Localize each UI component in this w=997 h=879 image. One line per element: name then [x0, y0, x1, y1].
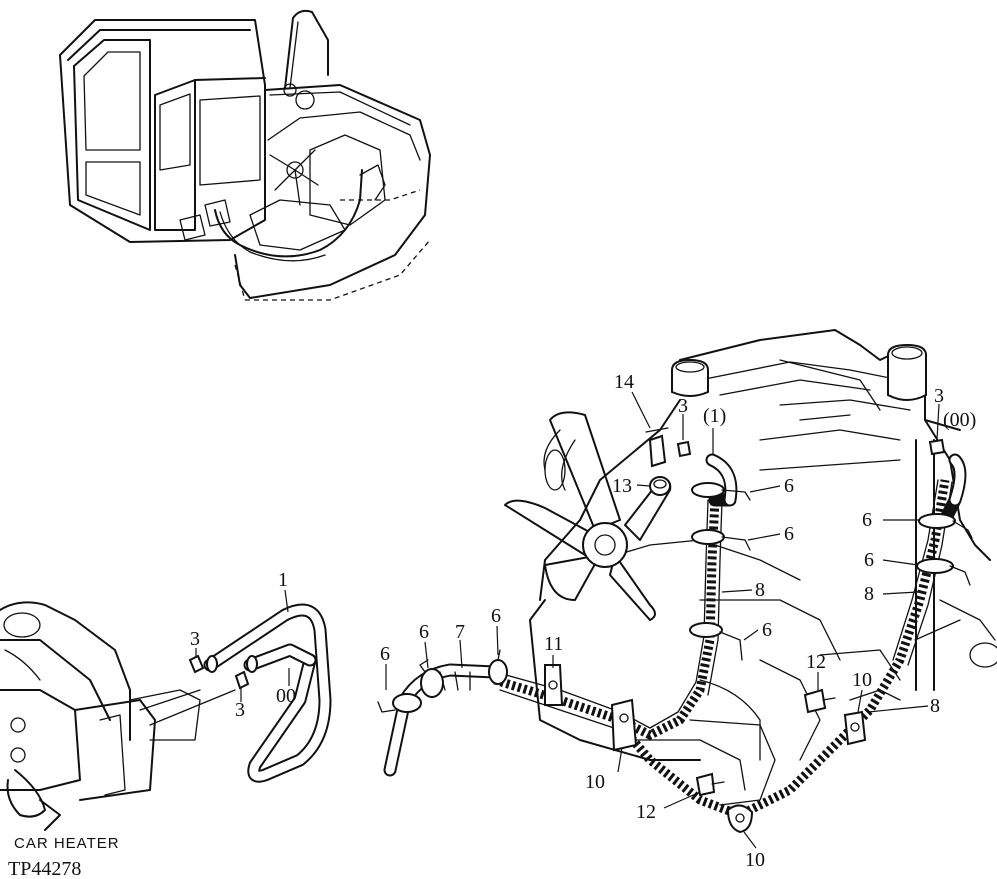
callout-00-paren: (00) [943, 409, 976, 431]
engine-fan [504, 411, 672, 621]
callout-labels: 1 3 3 00 6 6 7 6 11 14 3 (1) 13 6 6 8 6 … [190, 371, 976, 871]
callout-6-upper-2: 6 [784, 523, 794, 545]
callout-3-right: 3 [934, 385, 944, 407]
heater-hose-1 [203, 603, 332, 783]
callout-10-left: 10 [585, 771, 605, 793]
engine-block [529, 329, 997, 806]
callout-10-bottom: 10 [745, 849, 765, 871]
callout-6-hose-end: 6 [491, 605, 501, 627]
callout-8-bottom-wrap: 8 [930, 695, 940, 717]
callout-12-right: 12 [806, 651, 826, 673]
car-heater-unit [0, 601, 236, 831]
callout-6-right-2b: 6 [864, 549, 874, 571]
callout-14: 14 [614, 371, 634, 393]
leader-lines [195, 391, 940, 849]
figure-reference-number: TP44278 [8, 858, 81, 879]
callout-6-left: 6 [380, 643, 390, 665]
callout-6-upper-1: 6 [784, 475, 794, 497]
brackets [544, 664, 867, 834]
callout-1: 1 [278, 569, 288, 591]
callout-1-paren: (1) [703, 405, 726, 427]
car-heater-label: CAR HEATER [14, 835, 120, 852]
callout-8-right-wrap: 8 [864, 583, 874, 605]
small-fittings [188, 427, 946, 797]
callout-3-heater-top: 3 [190, 628, 200, 650]
callout-10-right: 10 [852, 669, 872, 691]
callout-12-bottom: 12 [636, 801, 656, 823]
heater-hose-wrap-8 [493, 453, 967, 820]
excavator-overview-inset [59, 9, 431, 301]
callout-6-lower: 6 [762, 619, 772, 641]
callout-13: 13 [612, 475, 632, 497]
callout-6-mid: 6 [419, 621, 429, 643]
callout-3-heater-bottom: 3 [235, 699, 245, 721]
inset-fan [269, 149, 319, 206]
callout-11: 11 [544, 633, 563, 655]
callout-00: 00 [276, 685, 296, 707]
callout-6-right-1: 6 [862, 509, 872, 531]
hose-clamps [377, 482, 973, 713]
callout-8-left-wrap: 8 [755, 579, 765, 601]
callout-3-nipple: 3 [678, 395, 688, 417]
callout-7: 7 [455, 621, 465, 643]
